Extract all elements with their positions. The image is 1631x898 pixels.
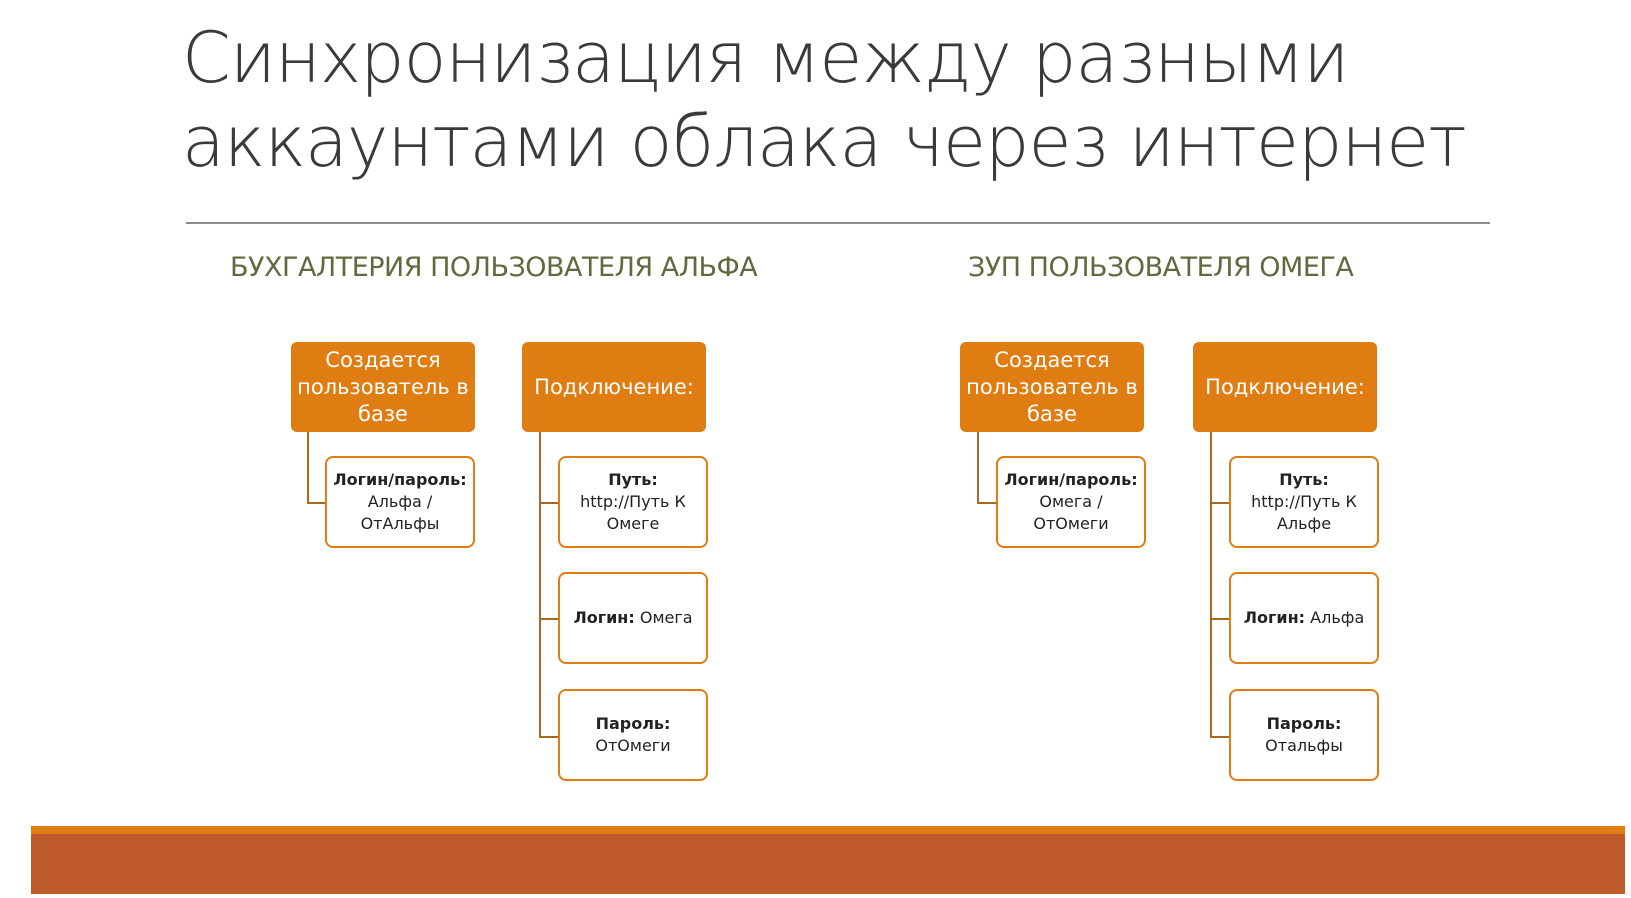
left-login-node: Логин: Омега: [558, 572, 708, 664]
title-line-1: Синхронизация между разными: [182, 17, 1349, 99]
right-password-value: Отальфы: [1265, 736, 1343, 755]
footer-accent-stripe: [31, 826, 1625, 834]
left-path-value-1: http://Путь К: [580, 492, 686, 511]
left-credentials-node: Логин/пароль: Альфа / ОтАльфы: [325, 456, 475, 548]
title-line-2: аккаунтами облака через интернет: [182, 101, 1467, 183]
left-section-heading: БУХГАЛТЕРИЯ ПОЛЬЗОВАТЕЛЯ АЛЬФА: [230, 252, 758, 283]
left-create-user-node: Создается пользователь в базе: [291, 342, 475, 432]
right-login-value: Альфа: [1310, 608, 1365, 627]
left-login-branch: [539, 618, 559, 620]
right-section-heading: ЗУП ПОЛЬЗОВАТЕЛЯ ОМЕГА: [968, 252, 1354, 283]
right-login-node: Логин: Альфа: [1229, 572, 1379, 664]
left-credentials-value-2: ОтАльфы: [360, 514, 440, 533]
right-create-user-line-2: пользователь в: [966, 374, 1138, 399]
right-credentials-label: Логин/пароль:: [1004, 470, 1138, 489]
left-password-label: Пароль:: [595, 714, 671, 733]
left-path-node: Путь: http://Путь К Омеге: [558, 456, 708, 548]
right-create-user-line-1: Создается: [994, 347, 1110, 372]
left-path-branch: [539, 502, 559, 504]
left-credentials-value-1: Альфа /: [367, 492, 433, 511]
right-connection-node: Подключение:: [1193, 342, 1377, 432]
right-credentials-branch: [977, 502, 997, 504]
left-path-label: Путь:: [608, 470, 658, 489]
left-login-value: Омега: [639, 608, 693, 627]
left-login-label: Логин:: [573, 608, 635, 627]
left-connection-label: Подключение:: [534, 374, 694, 399]
left-create-user-line-3: базе: [358, 401, 408, 426]
left-password-branch: [539, 736, 559, 738]
right-connection-connector: [1210, 432, 1212, 738]
title-divider: [186, 222, 1490, 224]
right-create-user-connector: [977, 432, 979, 504]
right-create-user-node: Создается пользователь в базе: [960, 342, 1144, 432]
left-connection-node: Подключение:: [522, 342, 706, 432]
left-password-value: ОтОмеги: [595, 736, 671, 755]
right-path-value-2: Альфе: [1276, 514, 1332, 533]
left-create-user-line-1: Создается: [325, 347, 441, 372]
right-path-node: Путь: http://Путь К Альфе: [1229, 456, 1379, 548]
right-credentials-value-1: Омега /: [1039, 492, 1103, 511]
footer-bar: [31, 834, 1625, 894]
left-credentials-branch: [307, 502, 325, 504]
right-login-label: Логин:: [1243, 608, 1306, 627]
right-connection-label: Подключение:: [1205, 374, 1365, 399]
right-password-label: Пароль:: [1266, 714, 1342, 733]
right-create-user-line-3: базе: [1027, 401, 1077, 426]
right-password-node: Пароль: Отальфы: [1229, 689, 1379, 781]
right-path-branch: [1210, 502, 1230, 504]
left-create-user-line-2: пользователь в: [297, 374, 469, 399]
right-password-branch: [1210, 736, 1230, 738]
left-password-node: Пароль: ОтОмеги: [558, 689, 708, 781]
slide-title: Синхронизация между разными аккаунтами о…: [182, 16, 1482, 184]
right-login-branch: [1210, 618, 1230, 620]
right-credentials-node: Логин/пароль: Омега / ОтОмеги: [996, 456, 1146, 548]
right-path-label: Путь:: [1279, 470, 1329, 489]
left-path-value-2: Омеге: [606, 514, 660, 533]
right-path-value-1: http://Путь К: [1251, 492, 1357, 511]
right-credentials-value-2: ОтОмеги: [1033, 514, 1109, 533]
left-credentials-label: Логин/пароль:: [333, 470, 467, 489]
left-create-user-connector: [307, 432, 309, 504]
left-connection-connector: [539, 432, 541, 738]
